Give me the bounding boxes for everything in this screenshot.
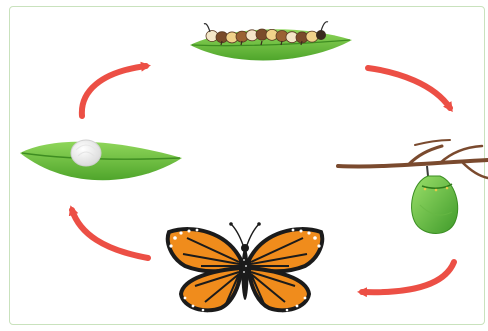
chrysalis-stage bbox=[338, 140, 488, 234]
branch bbox=[338, 140, 488, 178]
caterpillar-filament bbox=[204, 24, 210, 32]
caterpillar-stage bbox=[190, 22, 352, 61]
arrow-egg-to-caterpillar bbox=[82, 66, 146, 116]
arrow-chrysalis-to-butterfly bbox=[362, 262, 454, 292]
butterfly-stage bbox=[168, 222, 322, 311]
egg-icon bbox=[71, 140, 101, 166]
arrow-caterpillar-to-chrysalis bbox=[368, 68, 450, 108]
caterpillar-segment bbox=[306, 31, 318, 42]
chrysalis-icon bbox=[412, 166, 458, 234]
arrow-butterfly-to-egg bbox=[72, 210, 148, 258]
caterpillar-head bbox=[316, 30, 326, 40]
egg-leaf bbox=[20, 142, 182, 181]
egg-stage bbox=[20, 140, 182, 180]
caterpillar-filament bbox=[321, 22, 328, 31]
monarch-butterfly-icon bbox=[168, 222, 322, 311]
